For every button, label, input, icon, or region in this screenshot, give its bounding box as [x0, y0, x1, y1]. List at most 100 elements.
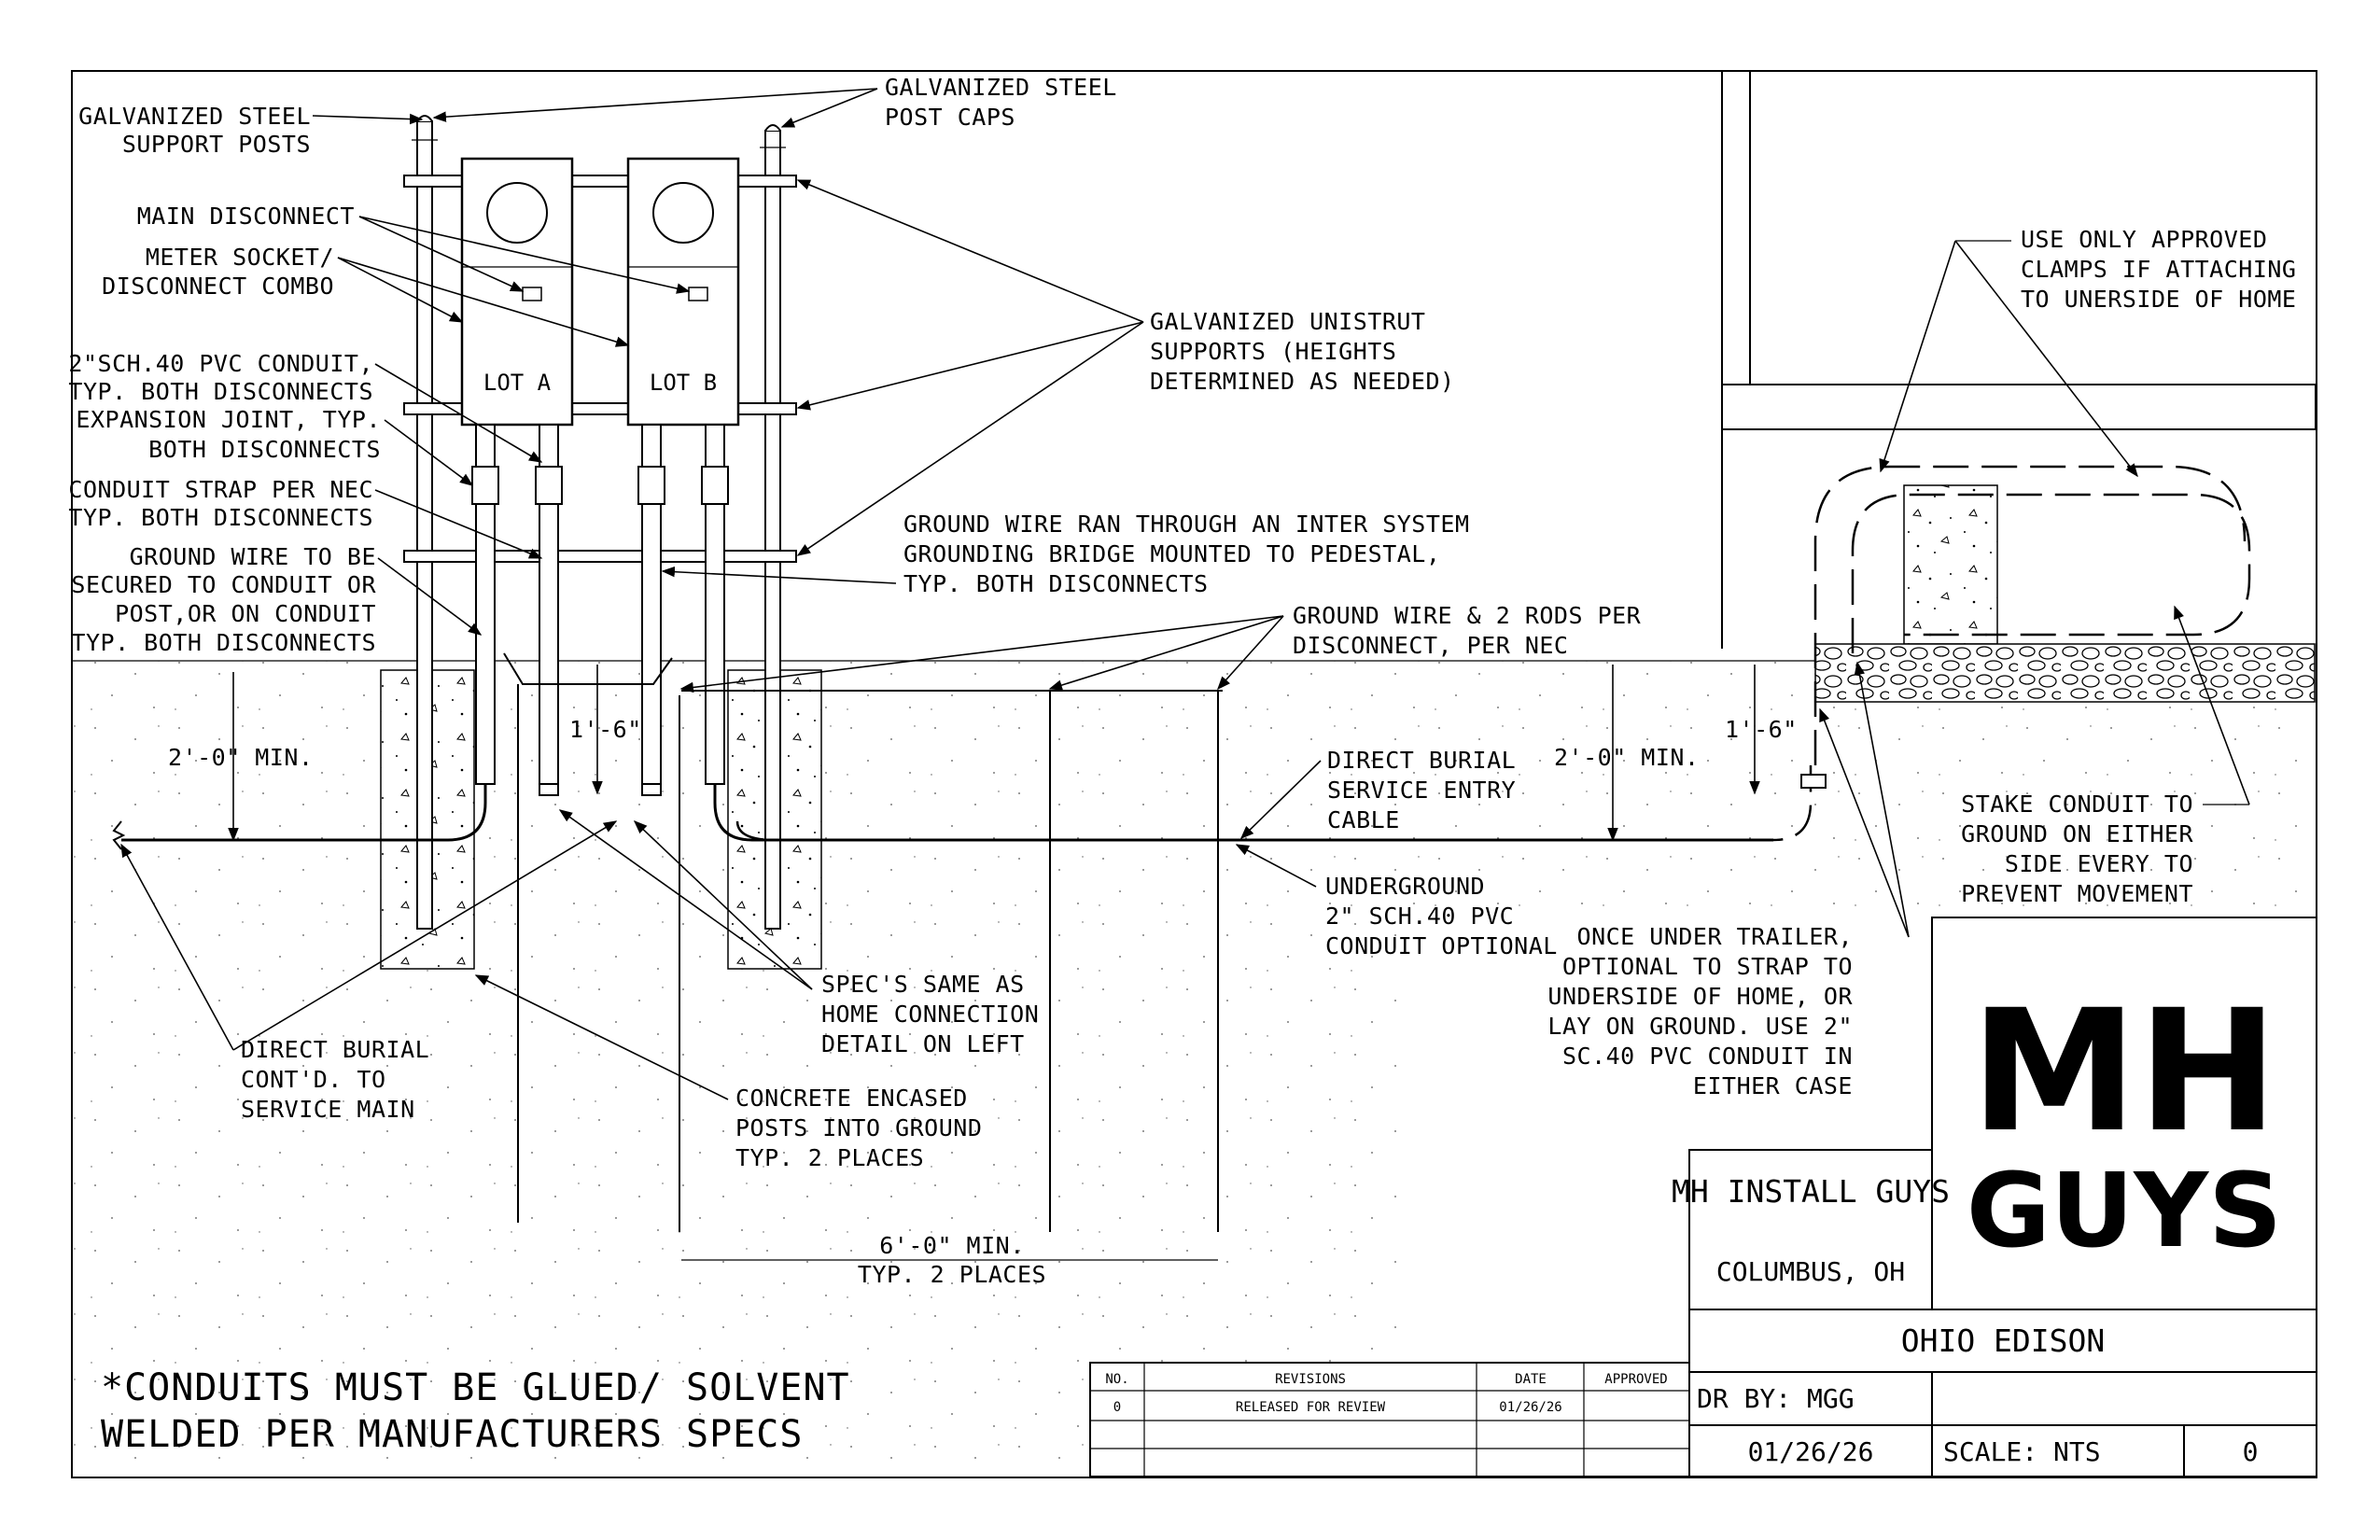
svg-text:GALVANIZED STEEL: GALVANIZED STEEL [885, 74, 1117, 101]
label-approved-clamps: USE ONLY APPROVED CLAMPS IF ATTACHING TO… [1879, 226, 2296, 478]
dim-stub-left: 1'-6" [569, 716, 642, 743]
svg-text:METER SOCKET/: METER SOCKET/ [146, 244, 334, 271]
rev-row-revision: RELEASED FOR REVIEW [1236, 1400, 1386, 1415]
lot-b-label: LOT B [650, 370, 717, 396]
label-expansion-joint: EXPANSION JOINT, TYP. BOTH DISCONNECTS [76, 406, 474, 486]
svg-text:TYP. BOTH DISCONNECTS: TYP. BOTH DISCONNECTS [71, 629, 376, 656]
svg-text:USE ONLY APPROVED: USE ONLY APPROVED [2021, 226, 2267, 253]
label-direct-burial-sec: DIRECT BURIAL SERVICE ENTRY CABLE [1239, 747, 1516, 840]
note-line-2: WELDED PER MANUFACTURERS SPECS [101, 1413, 803, 1456]
svg-text:DIRECT BURIAL: DIRECT BURIAL [1327, 747, 1516, 774]
tb-company: MH INSTALL GUYS [1672, 1173, 1950, 1210]
svg-text:GROUND WIRE RAN THROUGH AN INT: GROUND WIRE RAN THROUGH AN INTER SYSTEM [903, 511, 1470, 538]
rev-row-no: 0 [1113, 1400, 1121, 1415]
dim-depth-left: 2'-0" MIN. [168, 744, 314, 771]
svg-text:CLAMPS IF ATTACHING: CLAMPS IF ATTACHING [2021, 256, 2296, 283]
dim-stub-right: 1'-6" [1725, 716, 1798, 743]
rev-header-revisions: REVISIONS [1275, 1372, 1346, 1387]
svg-text:DIRECT BURIAL: DIRECT BURIAL [241, 1036, 429, 1063]
dim-depth-right: 2'-0" MIN. [1554, 744, 1700, 771]
label-underground-conduit: UNDERGROUND 2" SCH.40 PVC CONDUIT OPTION… [1235, 844, 1558, 959]
tb-scale: SCALE: NTS [1943, 1436, 2101, 1467]
svg-text:LAY ON GROUND. USE 2": LAY ON GROUND. USE 2" [1547, 1013, 1853, 1040]
svg-text:GROUNDING BRIDGE MOUNTED TO PE: GROUNDING BRIDGE MOUNTED TO PEDESTAL, [903, 540, 1440, 567]
tb-location: COLUMBUS, OH [1716, 1256, 1905, 1287]
label-unistrut: GALVANIZED UNISTRUT SUPPORTS (HEIGHTS DE… [796, 179, 1455, 556]
note-line-1: *CONDUITS MUST BE GLUED/ SOLVENT [101, 1366, 850, 1409]
rev-row-date: 01/26/26 [1499, 1400, 1561, 1415]
svg-text:DETERMINED AS NEEDED): DETERMINED AS NEEDED) [1150, 368, 1455, 395]
dim-rod-spacing-2: TYP. 2 PLACES [858, 1261, 1046, 1288]
svg-text:PREVENT MOVEMENT: PREVENT MOVEMENT [1961, 880, 2193, 907]
svg-text:POST,OR ON CONDUIT: POST,OR ON CONDUIT [115, 600, 376, 627]
svg-text:2" SCH.40 PVC: 2" SCH.40 PVC [1325, 903, 1514, 930]
svg-text:DISCONNECT COMBO: DISCONNECT COMBO [102, 273, 334, 300]
svg-text:SUPPORT POSTS: SUPPORT POSTS [122, 131, 311, 158]
dimensions: 2'-0" MIN. 1'-6" 2'-0" MIN. 1'-6" 6'-0" … [168, 665, 1798, 1288]
svg-text:HOME CONNECTION: HOME CONNECTION [821, 1001, 1039, 1028]
svg-text:GROUND WIRE & 2 RODS PER: GROUND WIRE & 2 RODS PER [1293, 602, 1642, 629]
label-pvc-conduit: 2"SCH.40 PVC CONDUIT, TYP. BOTH DISCONNE… [68, 350, 543, 463]
label-conduit-strap: CONDUIT STRAP PER NEC TYP. BOTH DISCONNE… [68, 476, 543, 559]
support-posts [412, 115, 786, 930]
rev-header-date: DATE [1515, 1372, 1547, 1387]
svg-text:2"SCH.40 PVC CONDUIT,: 2"SCH.40 PVC CONDUIT, [68, 350, 373, 377]
tb-project: OHIO EDISON [1901, 1323, 2106, 1359]
svg-text:TO UNERSIDE OF HOME: TO UNERSIDE OF HOME [2021, 286, 2296, 313]
ground-wires-rods [503, 652, 1223, 1232]
svg-text:CONT'D. TO: CONT'D. TO [241, 1066, 386, 1093]
meter-socket-lot-b: LOT B [626, 157, 740, 427]
label-main-disconnect: MAIN DISCONNECT [137, 203, 691, 294]
rev-header-approved: APPROVED [1604, 1372, 1667, 1387]
title-block: MH INSTALL GUYS COLUMBUS, OH OHIO EDISON… [1672, 917, 2317, 1477]
svg-text:TYP. BOTH DISCONNECTS: TYP. BOTH DISCONNECTS [68, 378, 373, 405]
label-specs-same: SPEC'S SAME AS HOME CONNECTION DETAIL ON… [558, 809, 1039, 1057]
label-meter-socket: METER SOCKET/ DISCONNECT COMBO [102, 244, 630, 347]
svg-text:GALVANIZED STEEL: GALVANIZED STEEL [78, 103, 311, 130]
revisions-table: NO. REVISIONS DATE APPROVED 0 RELEASED F… [1089, 1362, 1690, 1477]
svg-text:GROUND ON EITHER: GROUND ON EITHER [1961, 820, 2193, 847]
label-stake-conduit: STAKE CONDUIT TO GROUND ON EITHER SIDE E… [1961, 605, 2250, 907]
svg-text:CABLE: CABLE [1327, 806, 1400, 833]
logo-mh: MH [1970, 974, 2278, 1169]
svg-text:DETAIL ON LEFT: DETAIL ON LEFT [821, 1030, 1025, 1057]
pvc-conduits [121, 424, 1773, 842]
svg-text:TYP. BOTH DISCONNECTS: TYP. BOTH DISCONNECTS [68, 504, 373, 531]
svg-text:UNDERSIDE OF HOME, OR: UNDERSIDE OF HOME, OR [1547, 983, 1853, 1010]
tb-sheet: 0 [2243, 1436, 2259, 1467]
label-ground-rods: GROUND WIRE & 2 RODS PER DISCONNECT, PER… [679, 602, 1642, 693]
svg-text:SIDE EVERY TO: SIDE EVERY TO [2005, 850, 2193, 877]
svg-text:OPTIONAL TO STRAP TO: OPTIONAL TO STRAP TO [1562, 953, 1853, 980]
svg-text:SERVICE ENTRY: SERVICE ENTRY [1327, 777, 1516, 804]
svg-text:SERVICE MAIN: SERVICE MAIN [241, 1096, 415, 1123]
svg-text:POST CAPS: POST CAPS [885, 104, 1015, 131]
svg-text:TYP. 2 PLACES: TYP. 2 PLACES [735, 1144, 924, 1171]
svg-text:CONDUIT STRAP PER NEC: CONDUIT STRAP PER NEC [68, 476, 373, 503]
logo-guys: GUYS [1967, 1151, 2283, 1270]
svg-text:UNDERGROUND: UNDERGROUND [1325, 873, 1485, 900]
label-post-caps: GALVANIZED STEEL POST CAPS [432, 74, 1117, 131]
label-ground-wire-secured: GROUND WIRE TO BE SECURED TO CONDUIT OR … [71, 543, 483, 656]
label-under-trailer: ONCE UNDER TRAILER, OPTIONAL TO STRAP TO… [1547, 661, 1910, 1099]
rev-header-no: NO. [1105, 1372, 1128, 1387]
soil-fill-right [1398, 661, 2315, 913]
svg-text:CONCRETE ENCASED: CONCRETE ENCASED [735, 1085, 968, 1112]
dim-rod-spacing-1: 6'-0" MIN. [879, 1232, 1025, 1259]
label-ground-bridge: GROUND WIRE RAN THROUGH AN INTER SYSTEM … [661, 511, 1470, 597]
svg-text:SC.40 PVC CONDUIT IN: SC.40 PVC CONDUIT IN [1562, 1043, 1853, 1070]
svg-text:SUPPORTS (HEIGHTS: SUPPORTS (HEIGHTS [1150, 338, 1396, 365]
home-structure [1721, 71, 2317, 789]
svg-text:EXPANSION JOINT, TYP.: EXPANSION JOINT, TYP. [76, 406, 381, 433]
svg-text:BOTH DISCONNECTS: BOTH DISCONNECTS [148, 436, 381, 463]
svg-text:SPEC'S SAME AS: SPEC'S SAME AS [821, 971, 1025, 998]
svg-text:CONDUIT OPTIONAL: CONDUIT OPTIONAL [1325, 932, 1558, 959]
label-galv-posts: GALVANIZED STEEL SUPPORT POSTS [78, 103, 424, 158]
lot-a-label: LOT A [483, 370, 552, 396]
svg-text:GROUND WIRE TO BE: GROUND WIRE TO BE [130, 543, 376, 570]
tb-date: 01/26/26 [1748, 1436, 1874, 1467]
tb-drawn-by: DR BY: MGG [1697, 1383, 1855, 1414]
label-direct-burial-main: DIRECT BURIAL CONT'D. TO SERVICE MAIN [120, 820, 618, 1123]
svg-text:EITHER CASE: EITHER CASE [1693, 1072, 1853, 1099]
svg-text:TYP. BOTH DISCONNECTS: TYP. BOTH DISCONNECTS [903, 570, 1209, 597]
